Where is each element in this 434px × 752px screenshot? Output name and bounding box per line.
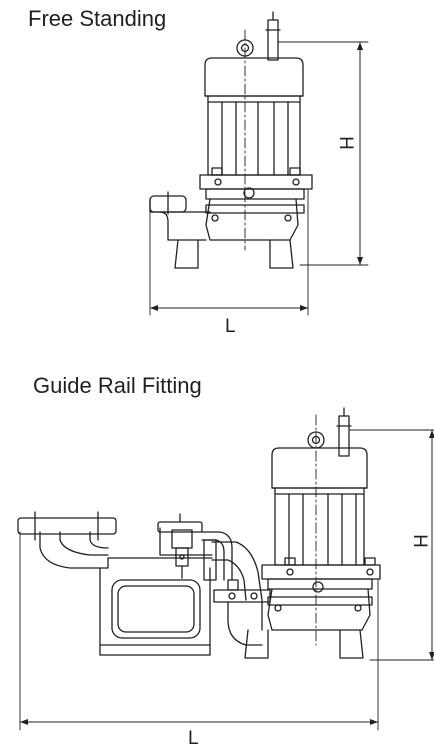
free-standing-title: Free Standing [28,6,167,31]
motor-flange [199,174,313,190]
volute-casing [205,198,299,241]
duckfoot-base [99,567,211,646]
free-standing-height-label: H [334,136,356,150]
discharge-riser [39,531,213,569]
guide-bracket [211,541,263,631]
guide-rail-pump [17,407,434,731]
guide-rail-title: Guide Rail Fitting [33,373,202,398]
guide-rail-height-label: H [408,534,430,548]
discharge-pipe-flange [17,517,117,535]
motor-cap [204,57,304,97]
free-standing-pump [149,11,369,316]
free-standing-length-label: L [225,316,236,337]
dimension-arrows [20,42,434,725]
pump-foot [174,239,199,269]
duckfoot-elbow [227,601,263,646]
discharge-elbow [149,199,207,241]
lifting-eye [236,39,254,57]
guide-rail-length-label: L [188,728,199,749]
cable-gland [267,19,279,61]
